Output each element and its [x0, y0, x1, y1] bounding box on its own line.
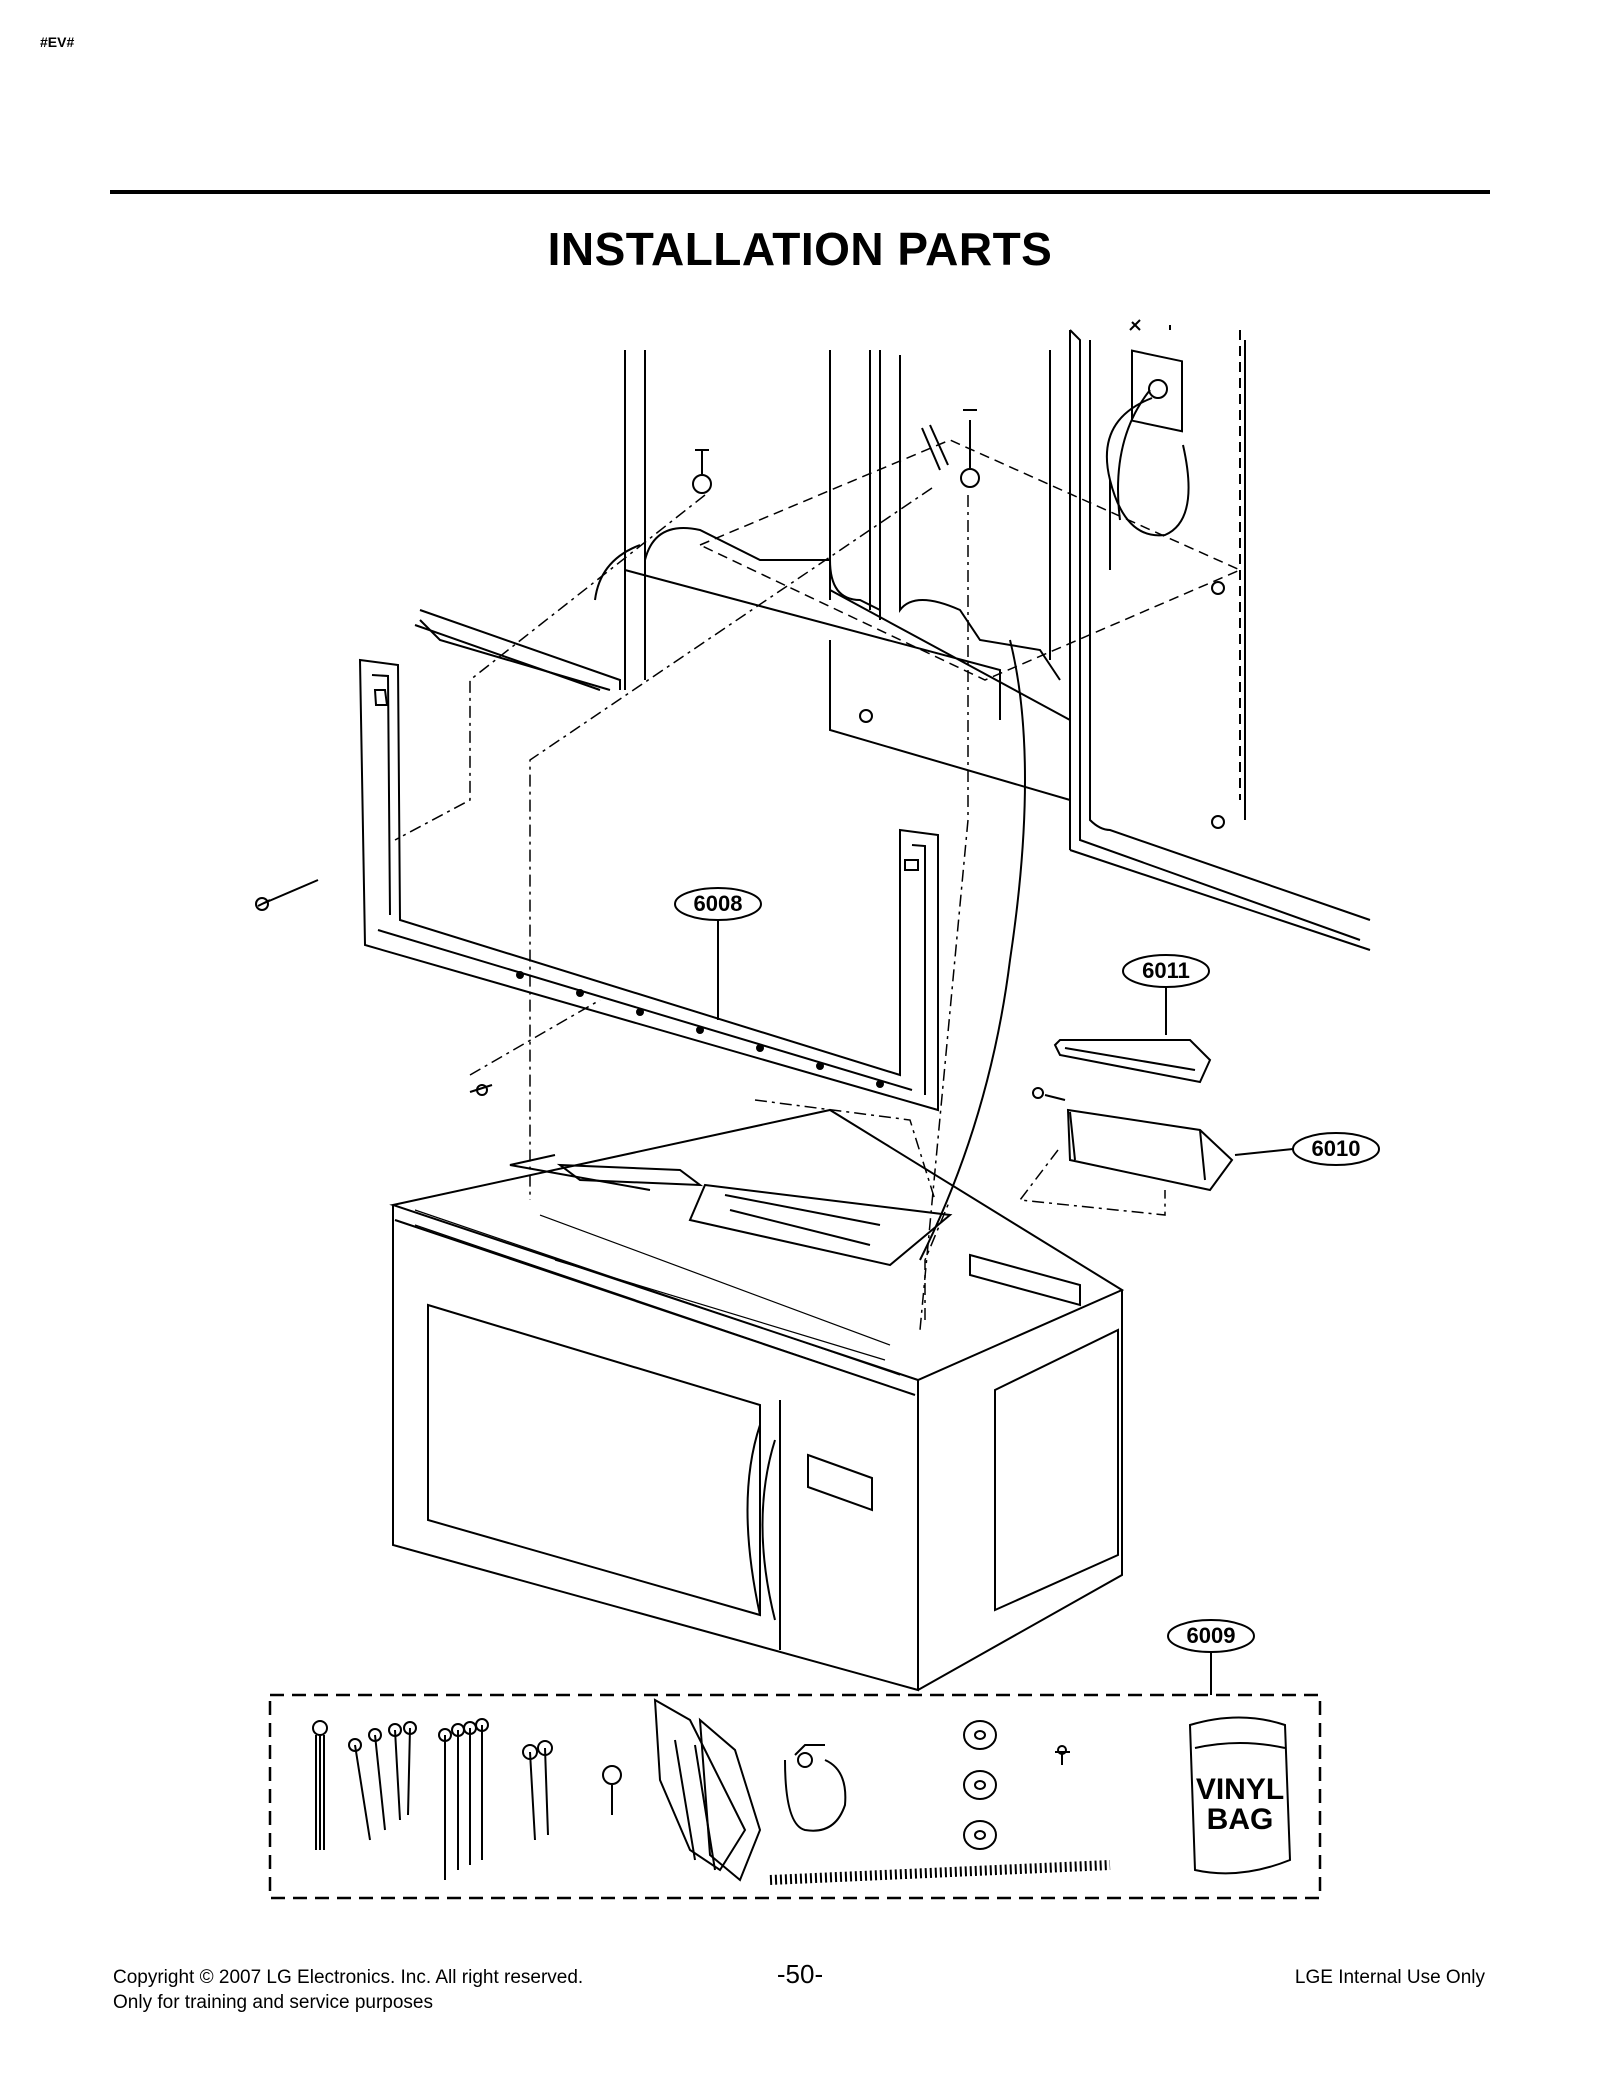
vinyl-bag-label: VINYL BAG [1190, 1775, 1290, 1835]
alignment-lines [394, 487, 969, 1331]
callout-6011 [1122, 954, 1210, 1035]
long-bolts [438, 1718, 489, 1880]
callout-label-6011: 6011 [1142, 958, 1190, 983]
vinyl-bag-icon [1188, 1716, 1292, 1875]
small-screw [1055, 1745, 1070, 1765]
power-cord [919, 639, 1026, 1261]
callout-6008 [674, 887, 762, 1020]
duct-cover-6011 [1053, 1039, 1212, 1084]
vinyl-bag-line1: VINYL [1195, 1773, 1285, 1806]
callout-label-6008: 6008 [693, 891, 743, 916]
pan-head-screw [602, 1765, 622, 1815]
washers [963, 1720, 997, 1850]
cord-clamp [784, 1744, 847, 1832]
wood-screws [348, 1721, 417, 1841]
callout-label-6009: 6009 [1186, 1623, 1236, 1648]
spring-clip-strip [769, 1860, 1111, 1885]
footer-copyright: Copyright © 2007 LG Electronics. Inc. Al… [113, 1967, 584, 1988]
page-title: INSTALLATION PARTS [547, 223, 1053, 275]
microwave-oven [389, 1108, 1125, 1692]
toggle-bolt [312, 1720, 328, 1850]
mounting-screws-top [692, 409, 980, 494]
callout-label-6010: 6010 [1311, 1136, 1361, 1161]
damper-bracket-6010 [1018, 1087, 1234, 1216]
header-rule [110, 190, 1490, 194]
footer-internal: LGE Internal Use Only [1294, 1967, 1485, 1988]
wall-cabinets [414, 329, 1371, 951]
parts-bag-box-6009 [268, 1693, 1322, 1900]
callout-6010 [1234, 1132, 1380, 1166]
footer-left: Copyright © 2007 LG Electronics. Inc. Al… [113, 1965, 583, 2015]
vinyl-bag-line2: BAG [1206, 1803, 1274, 1836]
wood-screw-left [255, 879, 493, 1096]
machine-bolts [522, 1740, 553, 1841]
footer-note: Only for training and service purposes [113, 1992, 433, 2013]
toggle-wings [653, 1698, 762, 1882]
document-tag: #EV# [40, 34, 75, 50]
mounting-plate-6008 [358, 658, 939, 1112]
wall-outlet [1105, 319, 1190, 570]
callout-6009 [1167, 1619, 1255, 1695]
page-number: -50- [776, 1959, 824, 1989]
